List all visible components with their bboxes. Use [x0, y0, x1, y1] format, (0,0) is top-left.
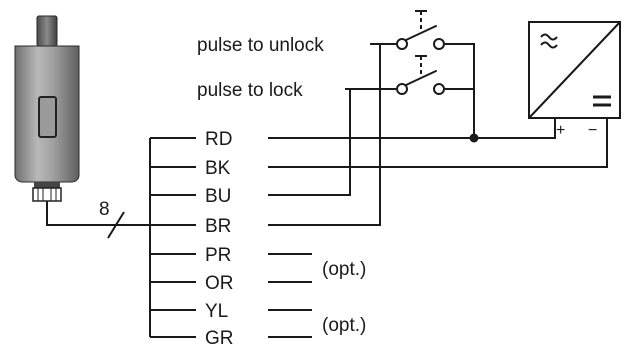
minus-terminal-label: −: [588, 122, 597, 139]
wire-br: [268, 43, 396, 226]
wire-label-yl: YL: [205, 301, 228, 322]
unlock-switch: [396, 10, 445, 50]
ac-dc-converter-icon: [528, 21, 621, 119]
wire-label-bu: BU: [205, 186, 231, 207]
pulse-unlock-label: pulse to unlock: [197, 35, 324, 56]
lock-actuator-icon: [14, 15, 80, 202]
wire-label-rd: RD: [205, 129, 232, 150]
cable-tick: [107, 211, 125, 239]
wire-label-pr: PR: [205, 245, 231, 266]
wire-label-bk: BK: [205, 158, 231, 179]
lock-switch: [396, 55, 445, 95]
wire-count-label: 8: [99, 199, 110, 220]
optional-label-2: (opt.): [322, 315, 366, 336]
optional-wires: [268, 253, 312, 338]
wire-label-or: OR: [205, 273, 234, 294]
plus-terminal-label: +: [556, 122, 565, 139]
switch-common-rail: [445, 43, 475, 138]
optional-label-1: (opt.): [322, 259, 366, 280]
wire-bu: [268, 88, 396, 196]
wire-label-br: BR: [205, 216, 231, 237]
wire-rd: [268, 117, 556, 139]
pulse-lock-label: pulse to lock: [197, 80, 303, 101]
wire-label-gr: GR: [205, 328, 234, 349]
wire-list: RD BK BU BR PR OR YL GR: [150, 129, 234, 349]
